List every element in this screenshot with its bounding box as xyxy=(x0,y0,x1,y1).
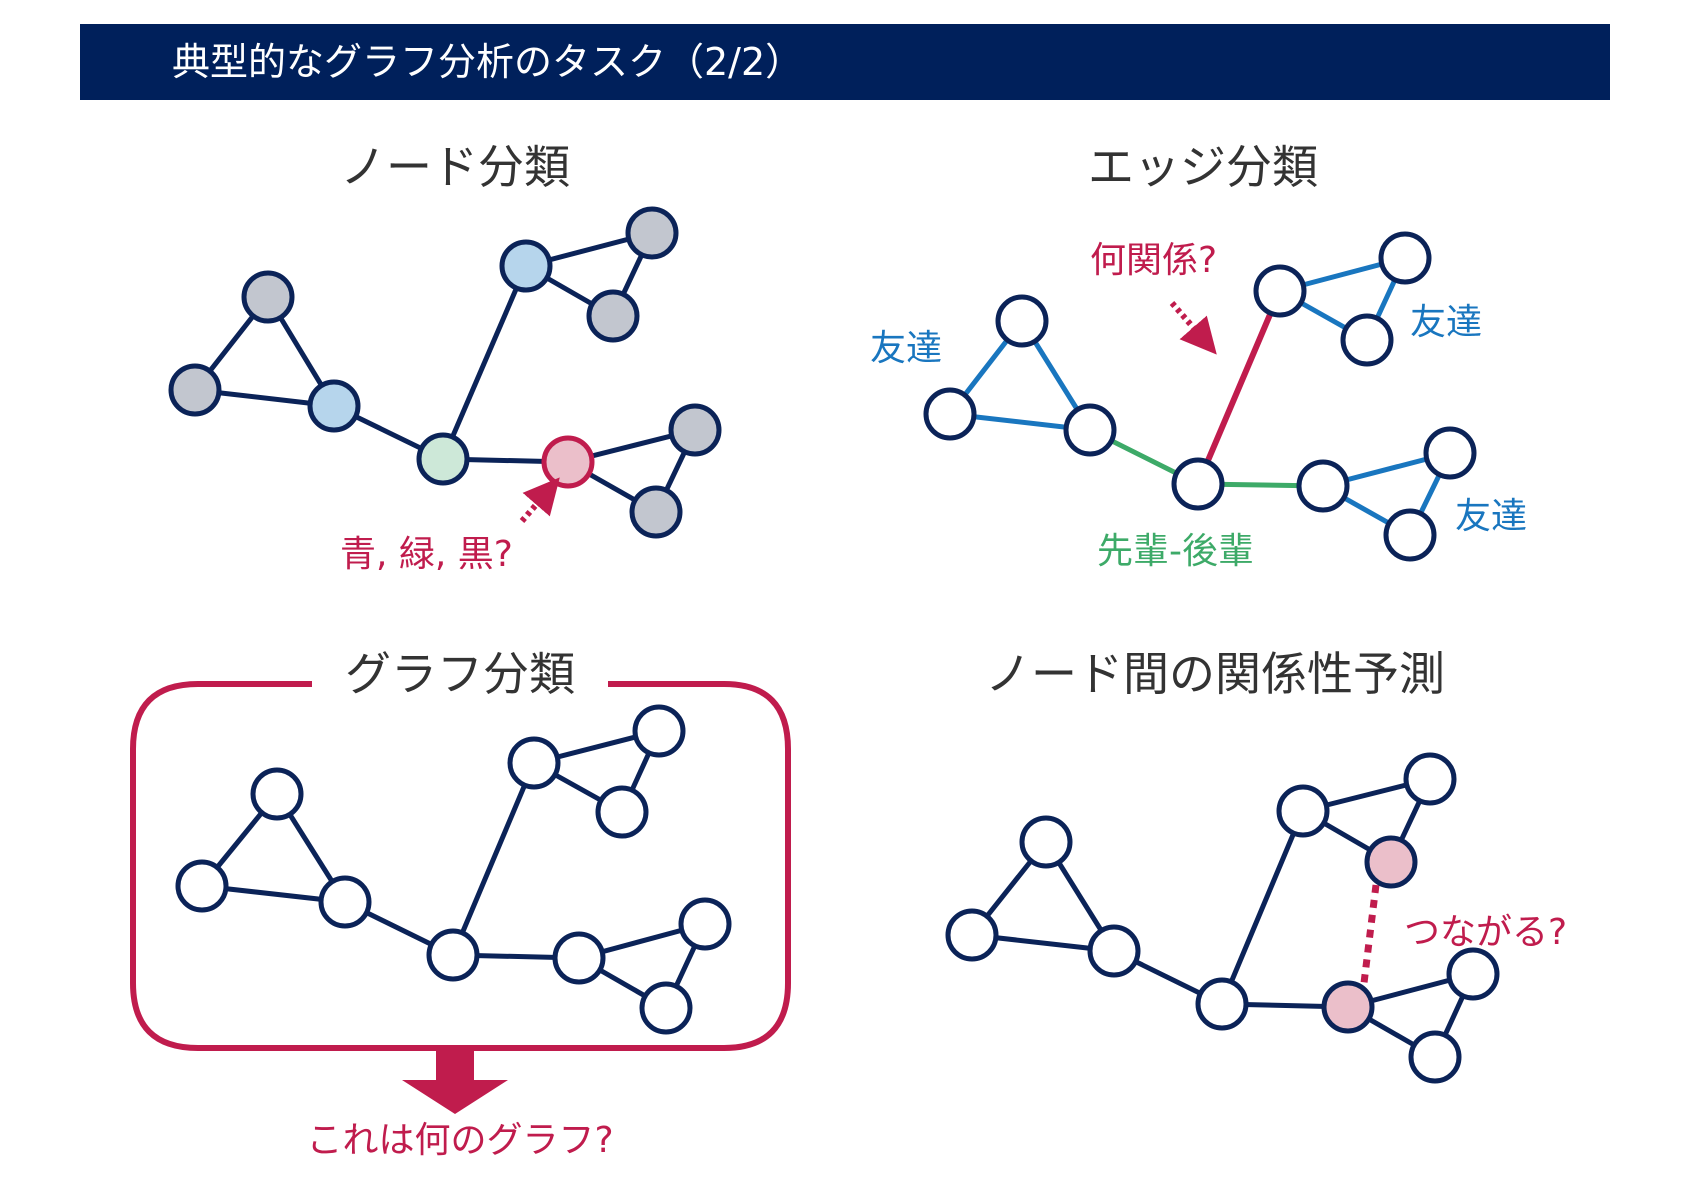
node-candidate-pink xyxy=(1321,980,1375,1034)
graph-nodes xyxy=(168,206,722,539)
down-arrow xyxy=(402,1048,508,1114)
graph-frame xyxy=(130,681,791,1051)
node xyxy=(552,931,606,985)
graph-nodes xyxy=(923,231,1477,562)
node xyxy=(1195,977,1249,1031)
node xyxy=(241,270,295,324)
slide-title: 典型的なグラフ分析のタスク（2/2） xyxy=(172,40,803,84)
dotted-arrow xyxy=(519,477,560,523)
node xyxy=(923,387,977,441)
heading-graph-classification: グラフ分類 xyxy=(345,647,575,701)
node xyxy=(995,294,1049,348)
heading-link-prediction: ノード間の関係性予測 xyxy=(985,647,1445,701)
node xyxy=(507,736,561,790)
node xyxy=(625,206,679,260)
node xyxy=(632,704,686,758)
node-question-label: 青, 緑, 黒? xyxy=(340,534,513,575)
node xyxy=(1296,459,1350,513)
node xyxy=(250,767,304,821)
panel-link-prediction: ノード間の関係性予測 つな xyxy=(945,647,1567,1084)
node xyxy=(629,485,683,539)
header-bar xyxy=(80,24,1610,100)
node xyxy=(1253,264,1307,318)
node xyxy=(595,785,649,839)
dotted-arrow xyxy=(1169,301,1217,355)
node xyxy=(1087,924,1141,978)
node xyxy=(499,239,553,293)
node xyxy=(678,897,732,951)
node xyxy=(1383,508,1437,562)
link-question-label: つながる? xyxy=(1404,912,1567,953)
node xyxy=(416,432,470,486)
node-target-highlight xyxy=(541,435,595,489)
heading-edge-classification: エッジ分類 xyxy=(1088,140,1318,194)
node xyxy=(168,363,222,417)
node xyxy=(1171,457,1225,511)
node xyxy=(1019,815,1073,869)
node xyxy=(1408,1030,1462,1084)
friend-label-bottom-right: 友達 xyxy=(1455,496,1527,537)
heading-node-classification: ノード分類 xyxy=(340,140,570,194)
node xyxy=(639,981,693,1035)
graph-nodes xyxy=(175,704,732,1035)
node xyxy=(1423,426,1477,480)
node xyxy=(1403,752,1457,806)
node xyxy=(1276,784,1330,838)
node xyxy=(668,403,722,457)
node xyxy=(586,289,640,343)
predicted-link-dotted xyxy=(1360,884,1380,984)
node xyxy=(318,875,372,929)
graph-question-label: これは何のグラフ? xyxy=(306,1120,613,1161)
node xyxy=(307,379,361,433)
node xyxy=(1063,403,1117,457)
node xyxy=(1446,947,1500,1001)
node xyxy=(945,908,999,962)
friend-label-top-right: 友達 xyxy=(1410,302,1482,343)
edge-question-label: 何関係? xyxy=(1090,240,1217,281)
node xyxy=(426,928,480,982)
node xyxy=(175,859,229,913)
node-candidate-pink xyxy=(1364,835,1418,889)
senior-junior-label: 先輩-後輩 xyxy=(1097,531,1254,572)
panel-node-classification: ノード分類 青, 緑, 黒? xyxy=(168,140,722,575)
node xyxy=(1340,313,1394,367)
node xyxy=(1378,231,1432,285)
graph-nodes xyxy=(945,752,1500,1084)
panel-edge-classification: エッジ分類 何関係? xyxy=(870,140,1527,572)
friend-label-left: 友達 xyxy=(870,328,942,369)
panel-graph-classification: グラフ分類 これは何のグラフ xyxy=(130,647,791,1161)
